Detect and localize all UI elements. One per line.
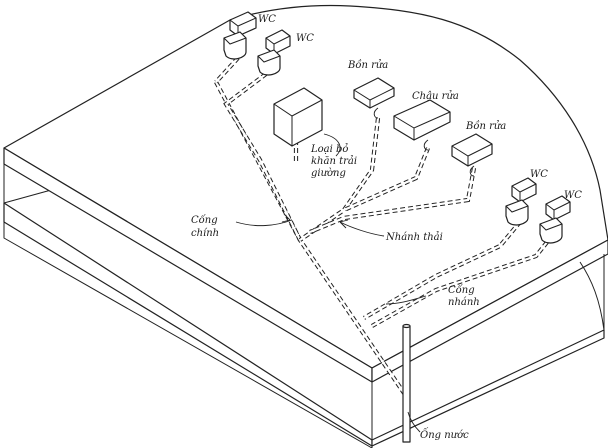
labels: WC WC Bồn rửa Chậu rửa Bồn rửa Loại bỏ k… <box>191 14 582 441</box>
drain-pipes <box>214 56 554 398</box>
wc-fixture-1 <box>223 11 257 60</box>
main-sewer-label-line1: Cống <box>191 215 218 226</box>
upper-floor-slab <box>3 4 608 440</box>
linen-label-line2: khăn trải <box>311 156 357 167</box>
wc-fixture-2 <box>257 29 291 76</box>
leader-lines <box>235 133 427 433</box>
basin-label-1: Bồn rửa <box>347 60 388 71</box>
sink-label: Chậu rửa <box>412 91 459 102</box>
wc-label-4: WC <box>564 190 582 201</box>
wc-fixture-4 <box>539 195 571 244</box>
main-sewer-label-line2: chính <box>191 228 219 239</box>
basin-label-2: Bồn rửa <box>465 121 506 132</box>
waste-branch-label: Nhánh thải <box>385 232 443 243</box>
wc-label-3: WC <box>530 169 548 180</box>
wc-fixture-3 <box>505 177 537 226</box>
sink-fixture <box>393 99 451 151</box>
wc-label-2: WC <box>296 33 314 44</box>
lower-floor-slab <box>3 159 605 448</box>
linen-disposal-cabinet <box>273 87 323 147</box>
linen-label-line1: Loại bỏ <box>310 144 348 155</box>
basin-2 <box>451 133 493 177</box>
linen-label-line3: giường <box>311 168 346 179</box>
water-pipe <box>402 323 411 443</box>
wc-label-1: WC <box>258 14 276 25</box>
branch-sewer-label-line1: Cống <box>448 285 475 296</box>
branch-sewer-label-line2: nhánh <box>448 297 480 308</box>
water-pipe-label: Ống nước <box>420 428 469 441</box>
basin-1 <box>353 77 395 119</box>
